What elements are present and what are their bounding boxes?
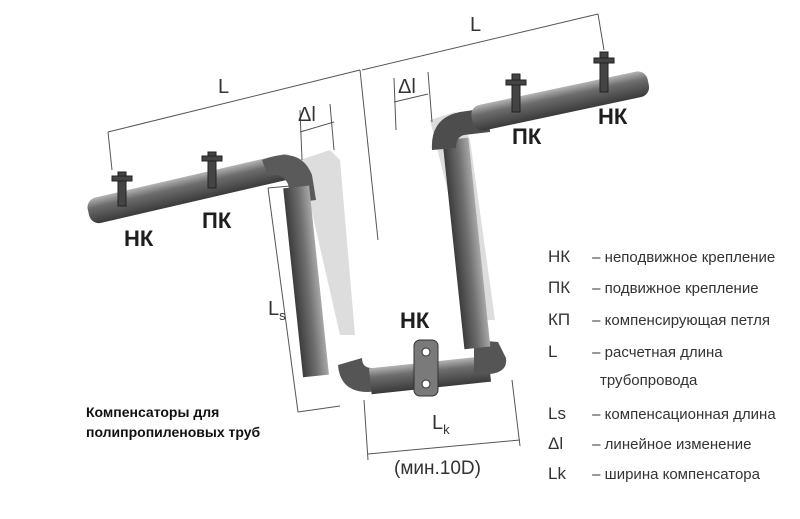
legend-key: L	[548, 342, 558, 361]
label-nk-right: НК	[598, 104, 628, 129]
legend-key: КП	[548, 310, 571, 329]
legend-key: ПК	[548, 278, 571, 297]
legend-row-l: L – расчетная длина	[548, 342, 723, 362]
legend-text: – неподвижное крепление	[592, 249, 776, 266]
label-pk-right: ПК	[512, 124, 542, 149]
dim-label-ls: Ls	[268, 298, 286, 323]
dim-label-lk-sub: k	[443, 422, 450, 437]
legend-row-dl: Δl – линейное изменение	[548, 434, 752, 454]
legend-row-nk: НК – неподвижное крепление	[548, 247, 775, 267]
dim-line-ls	[267, 187, 299, 413]
dim-line-lk	[367, 439, 521, 455]
dim-label-lk: Lk	[432, 412, 450, 437]
clamp-pk-left-icon	[201, 151, 223, 189]
legend-row-kp: КП – компенсирующая петля	[548, 310, 770, 330]
legend-key: Δl	[548, 434, 564, 453]
dim-label-delta-right: Δl	[398, 76, 416, 98]
dim-line-delta-right	[393, 93, 429, 103]
legend-key: НК	[548, 247, 571, 266]
ext-line-c	[597, 13, 605, 51]
legend-text: – компенсирующая петля	[592, 312, 770, 329]
dim-label-min: (мин.10D)	[394, 458, 481, 479]
dim-label-l-right: L	[470, 14, 482, 36]
dim-line-top-left	[107, 69, 361, 133]
legend-text: – подвижное крепление	[592, 280, 759, 297]
legend-text: – ширина компенсатора	[592, 466, 760, 483]
ext-line-i	[297, 405, 341, 413]
ext-line-e	[329, 103, 335, 151]
legend-key: Lk	[548, 464, 566, 483]
ext-line-a	[107, 131, 113, 171]
ext-line-h	[267, 185, 291, 189]
bottom-right-elbow	[474, 340, 507, 374]
ext-line-j	[363, 399, 369, 461]
dim-line-delta-left	[299, 121, 335, 133]
ext-line-b	[359, 69, 379, 241]
ext-line-f	[393, 77, 397, 131]
caption-line-2: полипропиленовых труб	[86, 424, 261, 440]
legend-text: – линейное изменение	[592, 436, 752, 453]
caption-line-1: Компенсаторы для	[86, 404, 220, 420]
ext-line-d	[299, 109, 303, 161]
legend-key: Ls	[548, 404, 566, 423]
dim-label-ls-main: L	[268, 298, 280, 320]
legend-text: трубопровода	[600, 372, 698, 389]
clamp-nk-bottom-icon	[413, 339, 439, 397]
label-nk-left: НК	[124, 226, 154, 251]
legend-row-lk: Lk – ширина компенсатора	[548, 464, 760, 484]
left-horizontal-pipe	[87, 154, 296, 224]
dim-line-top-right	[361, 13, 599, 71]
legend-text: – расчетная длина	[592, 344, 723, 361]
legend-row-l-cont: трубопровода	[600, 372, 697, 389]
label-pk-left: ПК	[202, 208, 232, 233]
label-nk-bottom: НК	[400, 308, 430, 333]
ext-line-g	[427, 71, 433, 123]
legend-row-ls: Ls – компенсационная длина	[548, 404, 776, 424]
clamp-pk-right-icon	[505, 73, 527, 113]
clamp-nk-left-icon	[111, 171, 133, 207]
dim-label-ls-sub: s	[279, 308, 286, 323]
right-vertical-pipe	[442, 137, 491, 350]
left-vertical-pipe	[283, 185, 329, 378]
dim-label-lk-main: L	[432, 412, 444, 434]
ext-line-k	[511, 379, 521, 447]
dim-label-l-left: L	[218, 76, 230, 98]
clamp-nk-right-icon	[593, 51, 615, 93]
legend-text: – компенсационная длина	[592, 406, 776, 423]
legend-row-pk: ПК – подвижное крепление	[548, 278, 759, 298]
dim-label-delta-left: Δl	[298, 104, 316, 126]
